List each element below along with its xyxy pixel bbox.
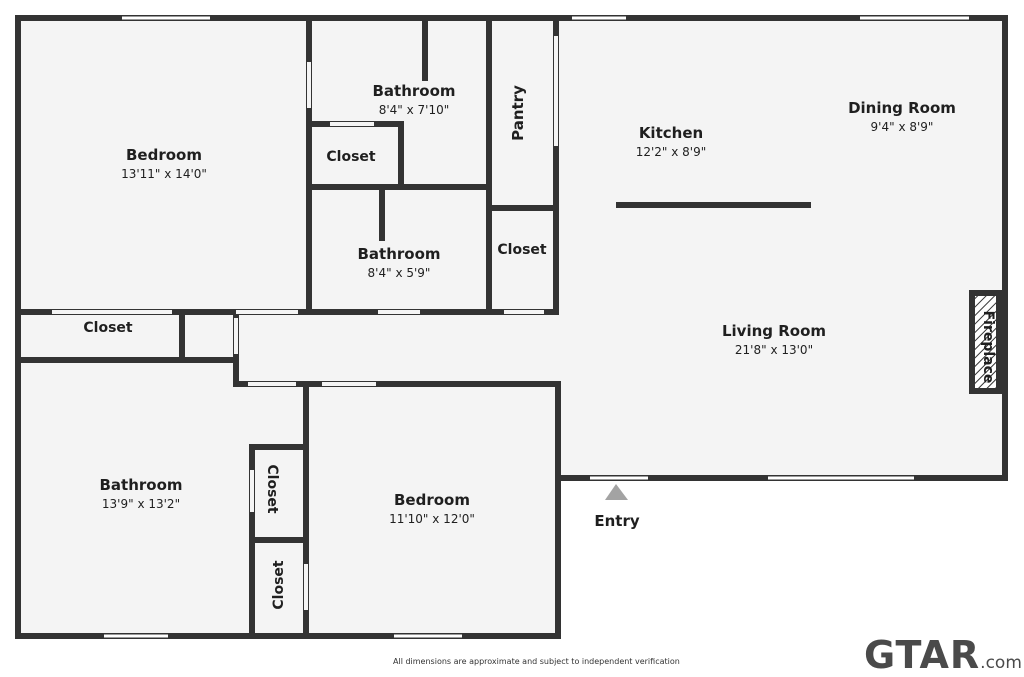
bathroom-top-name: Bathroom (372, 82, 455, 100)
bedroom-top-dims: 13'11" x 14'0" (121, 167, 207, 181)
bathroom-low-dims: 13'9" x 13'2" (102, 497, 180, 511)
kitchen-name: Kitchen (639, 124, 703, 142)
pantry-label: Pantry (509, 85, 527, 141)
bathroom-mid-name: Bathroom (357, 245, 440, 263)
fireplace-label: Fireplace (980, 311, 996, 384)
dining-room-name: Dining Room (848, 99, 956, 117)
bedroom-low-name: Bedroom (394, 491, 470, 509)
logo-main: GTAR (864, 633, 981, 677)
closet-a-label: Closet (326, 149, 376, 165)
bathroom-mid-dims: 8'4" x 5'9" (368, 266, 431, 280)
living-room-dims: 21'8" x 13'0" (735, 343, 813, 357)
door-openings (52, 36, 558, 610)
dining-room-dims: 9'4" x 8'9" (871, 120, 934, 134)
living-room-name: Living Room (722, 322, 826, 340)
fireplace (969, 290, 1002, 394)
windows (104, 16, 969, 638)
closet-b-label: Closet (497, 242, 547, 258)
closet-c-label: Closet (83, 320, 133, 336)
floor-area (18, 18, 1006, 636)
kitchen-dims: 12'2" x 8'9" (636, 145, 707, 159)
closet-e-label: Closet (271, 560, 287, 610)
entry-arrow-icon (605, 484, 628, 500)
gtar-logo: GTAR.com (864, 633, 1022, 677)
disclaimer-text: All dimensions are approximate and subje… (393, 657, 680, 666)
closet-d-label: Closet (264, 464, 280, 514)
entry-label: Entry (594, 512, 639, 530)
bedroom-top-name: Bedroom (126, 146, 202, 164)
bathroom-top-dims: 8'4" x 7'10" (379, 103, 450, 117)
bedroom-low-dims: 11'10" x 12'0" (389, 512, 475, 526)
bathroom-low-name: Bathroom (99, 476, 182, 494)
logo-suffix: .com (980, 653, 1022, 673)
